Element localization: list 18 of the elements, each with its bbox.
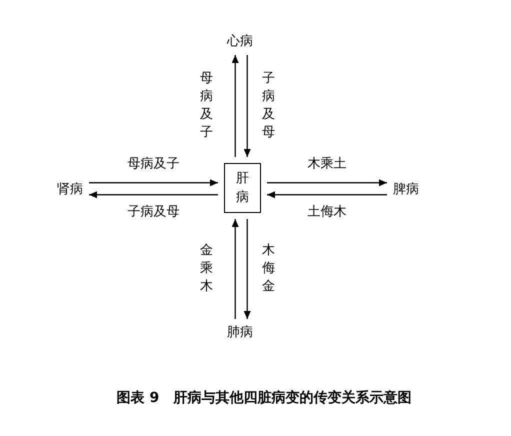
- disease-label: 脾病: [393, 182, 419, 197]
- arrow: [244, 55, 251, 157]
- edge-label: 木乘土: [308, 156, 346, 172]
- disease-label: 肺病: [227, 325, 253, 340]
- arrow: [267, 179, 387, 186]
- caption: 图表 9 肝病与其他四脏病变的传变关系示意图: [116, 390, 412, 406]
- edge-label: 土侮木: [308, 204, 346, 220]
- arrow: [232, 219, 239, 319]
- arrow: [89, 179, 218, 186]
- arrow: [232, 55, 239, 157]
- edge-label: 母病及子: [128, 156, 180, 172]
- process-box: 肝病: [224, 163, 261, 213]
- arrow: [244, 219, 251, 319]
- disease-label: 肾病: [57, 182, 83, 197]
- arrow: [89, 191, 218, 198]
- disease-label: 心病: [227, 34, 253, 49]
- arrow: [267, 191, 387, 198]
- edge-label: 子病及母: [128, 204, 180, 220]
